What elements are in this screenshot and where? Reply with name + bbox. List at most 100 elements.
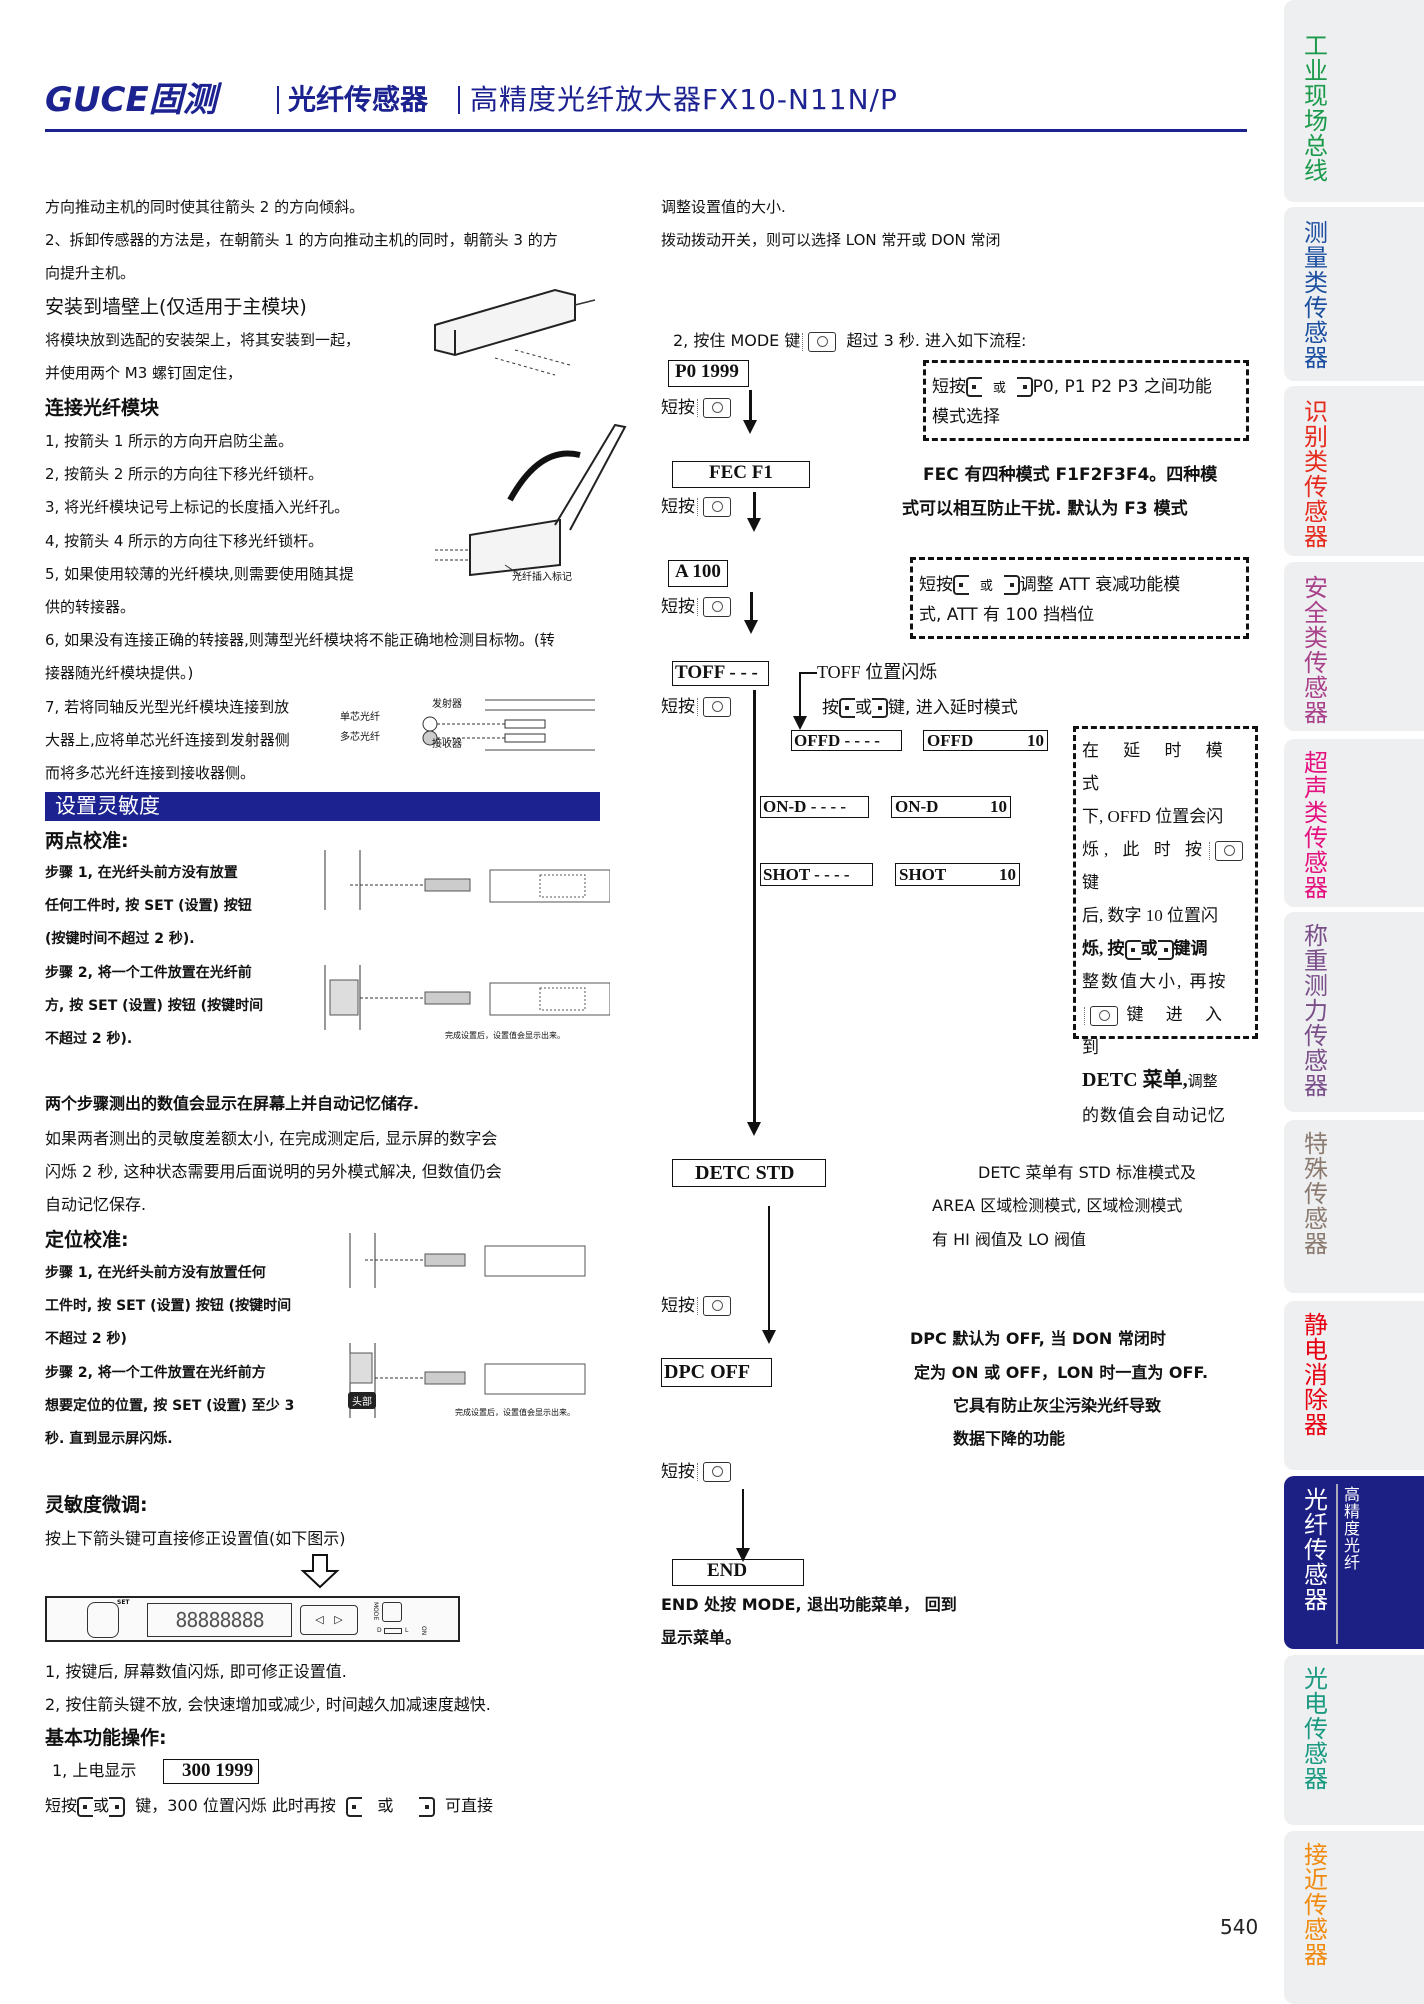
menu-box-fec: FEC F1 bbox=[672, 461, 810, 488]
note-line: 数据下降的功能 bbox=[953, 1429, 1066, 1448]
step-line: 步骤 1, 在光纤头前方没有放置 bbox=[45, 865, 238, 881]
left-key-icon bbox=[346, 1796, 363, 1817]
text: OFFD bbox=[927, 731, 974, 750]
text-line: 1, 上电显示 bbox=[52, 1761, 137, 1780]
left-key-icon bbox=[1124, 940, 1141, 961]
text: 短按 bbox=[919, 575, 953, 595]
tab-sublabel: 高精度光纤 bbox=[1344, 1485, 1361, 1572]
text: 或 bbox=[377, 1796, 394, 1815]
menu-box-end: END bbox=[672, 1559, 804, 1586]
text: 键 进 入 到 bbox=[1082, 1005, 1231, 1057]
section-heading: 两点校准: bbox=[45, 830, 129, 852]
text-line: 将模块放到选配的安装架上，将其安装到一起， bbox=[45, 331, 361, 349]
note-line: 短按 或 调整 ATT 衰减功能模 bbox=[919, 575, 1180, 597]
flow-arrow bbox=[799, 672, 801, 718]
step-line: 步骤 2, 将一个工件放置在光纤前方 bbox=[45, 1365, 266, 1381]
arrowhead bbox=[747, 518, 761, 532]
short-press: 短按 bbox=[661, 1462, 731, 1482]
delay-note: 在 延 时 模 式 下, OFFD 位置会闪 烁, 此 时 按键 后, 数字 1… bbox=[1082, 734, 1252, 1132]
tab-label: 安全类传感器 bbox=[1304, 574, 1328, 727]
note-line: 整数值大小, 再按 bbox=[1082, 972, 1228, 991]
sidebar-tab-weighing[interactable]: 称重测力传感器 bbox=[1284, 912, 1424, 1112]
text: 调整 bbox=[1187, 1074, 1218, 1090]
text-line: 调整设置值的大小. bbox=[661, 198, 786, 216]
tab-label: 接近传感器 bbox=[1304, 1841, 1328, 1969]
figure-label: 头部 bbox=[348, 1392, 376, 1409]
switch bbox=[384, 1628, 402, 1634]
calibration-figure bbox=[324, 850, 610, 1030]
note-line: 按或键, 进入延时模式 bbox=[822, 698, 1018, 718]
note-line: 在 延 时 模 式 bbox=[1082, 741, 1233, 793]
menu-box-p0: P0 1999 bbox=[668, 360, 749, 387]
figure-label: 光纤插入标记 bbox=[512, 572, 572, 583]
note-line: 烁, 此 时 按键 bbox=[1082, 833, 1252, 899]
left-key-icon bbox=[953, 575, 969, 595]
figure-caption: 完成设置后，设置值会显示出来。 bbox=[455, 1408, 575, 1417]
header-category: 光纤传感器 bbox=[288, 83, 429, 116]
sidebar-tab-photoelectric[interactable]: 光电传感器 bbox=[1284, 1655, 1424, 1825]
note-line: 它具有防止灰尘污染光纤导致 bbox=[953, 1396, 1162, 1415]
list-item: 2, 按箭头 2 所示的方向往下移光纤锁杆。 bbox=[45, 465, 324, 483]
mode-key-icon bbox=[697, 697, 731, 717]
note-line: 有 HI 阀值及 LO 阀值 bbox=[932, 1230, 1087, 1249]
text: ON-D bbox=[895, 797, 939, 816]
mode-key-icon bbox=[697, 597, 731, 617]
section-heading: 安装到墙壁上(仅适用于主模块) bbox=[45, 296, 307, 318]
right-key-icon bbox=[1016, 377, 1033, 397]
tab-label: 称重测力传感器 bbox=[1304, 922, 1328, 1100]
brand-logo: GUCE固测 bbox=[45, 80, 217, 120]
note-line: 下, OFFD 位置会闪 bbox=[1082, 807, 1224, 826]
text: 键 bbox=[1082, 873, 1099, 892]
left-key-icon bbox=[966, 377, 982, 397]
right-key-icon bbox=[872, 698, 888, 718]
d-label: D bbox=[377, 1627, 382, 1634]
note-box bbox=[1073, 726, 1258, 1039]
text: 按 bbox=[822, 698, 839, 718]
mode-key-icon bbox=[697, 1462, 731, 1482]
mode-key-icon bbox=[697, 497, 731, 517]
arrowhead bbox=[743, 420, 757, 434]
sidebar-tab-static-eliminator[interactable]: 静电消除器 bbox=[1284, 1301, 1424, 1470]
sidebar-tab-proximity[interactable]: 接近传感器 bbox=[1284, 1831, 1424, 2004]
display-digits: 88888888 bbox=[147, 1603, 292, 1637]
sidebar-tab-measurement[interactable]: 测量类传感器 bbox=[1284, 207, 1424, 381]
mode-key-icon bbox=[697, 1296, 731, 1316]
short-press: 短按 bbox=[661, 398, 731, 418]
menu-box-ond: ON-D - - - - bbox=[760, 796, 869, 818]
tab-label: 特殊传感器 bbox=[1304, 1130, 1328, 1258]
step-line: 步骤 1, 在光纤头前方没有放置任何 bbox=[45, 1265, 266, 1281]
list-item: 7, 若将同轴反光型光纤模块连接到放 bbox=[45, 698, 290, 716]
tab-label: 识别类传感器 bbox=[1304, 398, 1328, 551]
note-line: FEC 有四种模式 F1F2F3F4。四种模 bbox=[923, 465, 1218, 485]
value: 10 bbox=[999, 865, 1016, 884]
arrowhead bbox=[793, 716, 807, 730]
sidebar-tab-fiber-active[interactable]: 光纤传感器 高精度光纤 bbox=[1284, 1476, 1424, 1649]
sidebar-tab-fieldbus[interactable]: 工业现场总线 bbox=[1284, 0, 1424, 202]
sidebar-tab-identification[interactable]: 识别类传感器 bbox=[1284, 386, 1424, 556]
note-line: 显示菜单。 bbox=[661, 1628, 742, 1647]
page-number: 540 bbox=[1220, 1915, 1259, 1939]
menu-box-att: A 100 bbox=[668, 560, 728, 587]
text-line: 方向推动主机的同时使其往箭头 2 的方向倾斜。 bbox=[45, 198, 365, 216]
sidebar-tab-ultrasonic[interactable]: 超声类传感器 bbox=[1284, 739, 1424, 907]
flow-arrow bbox=[753, 492, 756, 520]
sidebar-tab-special[interactable]: 特殊传感器 bbox=[1284, 1120, 1424, 1293]
menu-box-dpc: DPC OFF bbox=[661, 1358, 772, 1387]
text-line: 1, 按键后, 屏幕数值闪烁, 即可修正设置值. bbox=[45, 1662, 347, 1681]
sidebar-tab-safety[interactable]: 安全类传感器 bbox=[1284, 562, 1424, 731]
note-line: 的数值会自动记忆 bbox=[1082, 1106, 1226, 1125]
header-divider bbox=[277, 86, 279, 114]
l-label: L bbox=[405, 1627, 409, 1634]
note-line: 式, ATT 有 100 挡档位 bbox=[919, 605, 1095, 625]
list-item: 5, 如果使用较薄的光纤模块,则需要使用随其提 bbox=[45, 565, 354, 583]
text: 2, 按住 MODE 键 bbox=[673, 331, 801, 350]
figure-label: 接收器 bbox=[432, 739, 462, 750]
tab-label: 超声类传感器 bbox=[1304, 749, 1328, 902]
value: 10 bbox=[990, 797, 1007, 816]
display-box: 300 1999 bbox=[163, 1759, 259, 1784]
menu-box-shot: SHOT - - - - bbox=[760, 863, 873, 886]
text-line: 按上下箭头键可直接修正设置值(如下图示) bbox=[45, 1529, 346, 1548]
section-heading: 连接光纤模块 bbox=[45, 397, 160, 419]
